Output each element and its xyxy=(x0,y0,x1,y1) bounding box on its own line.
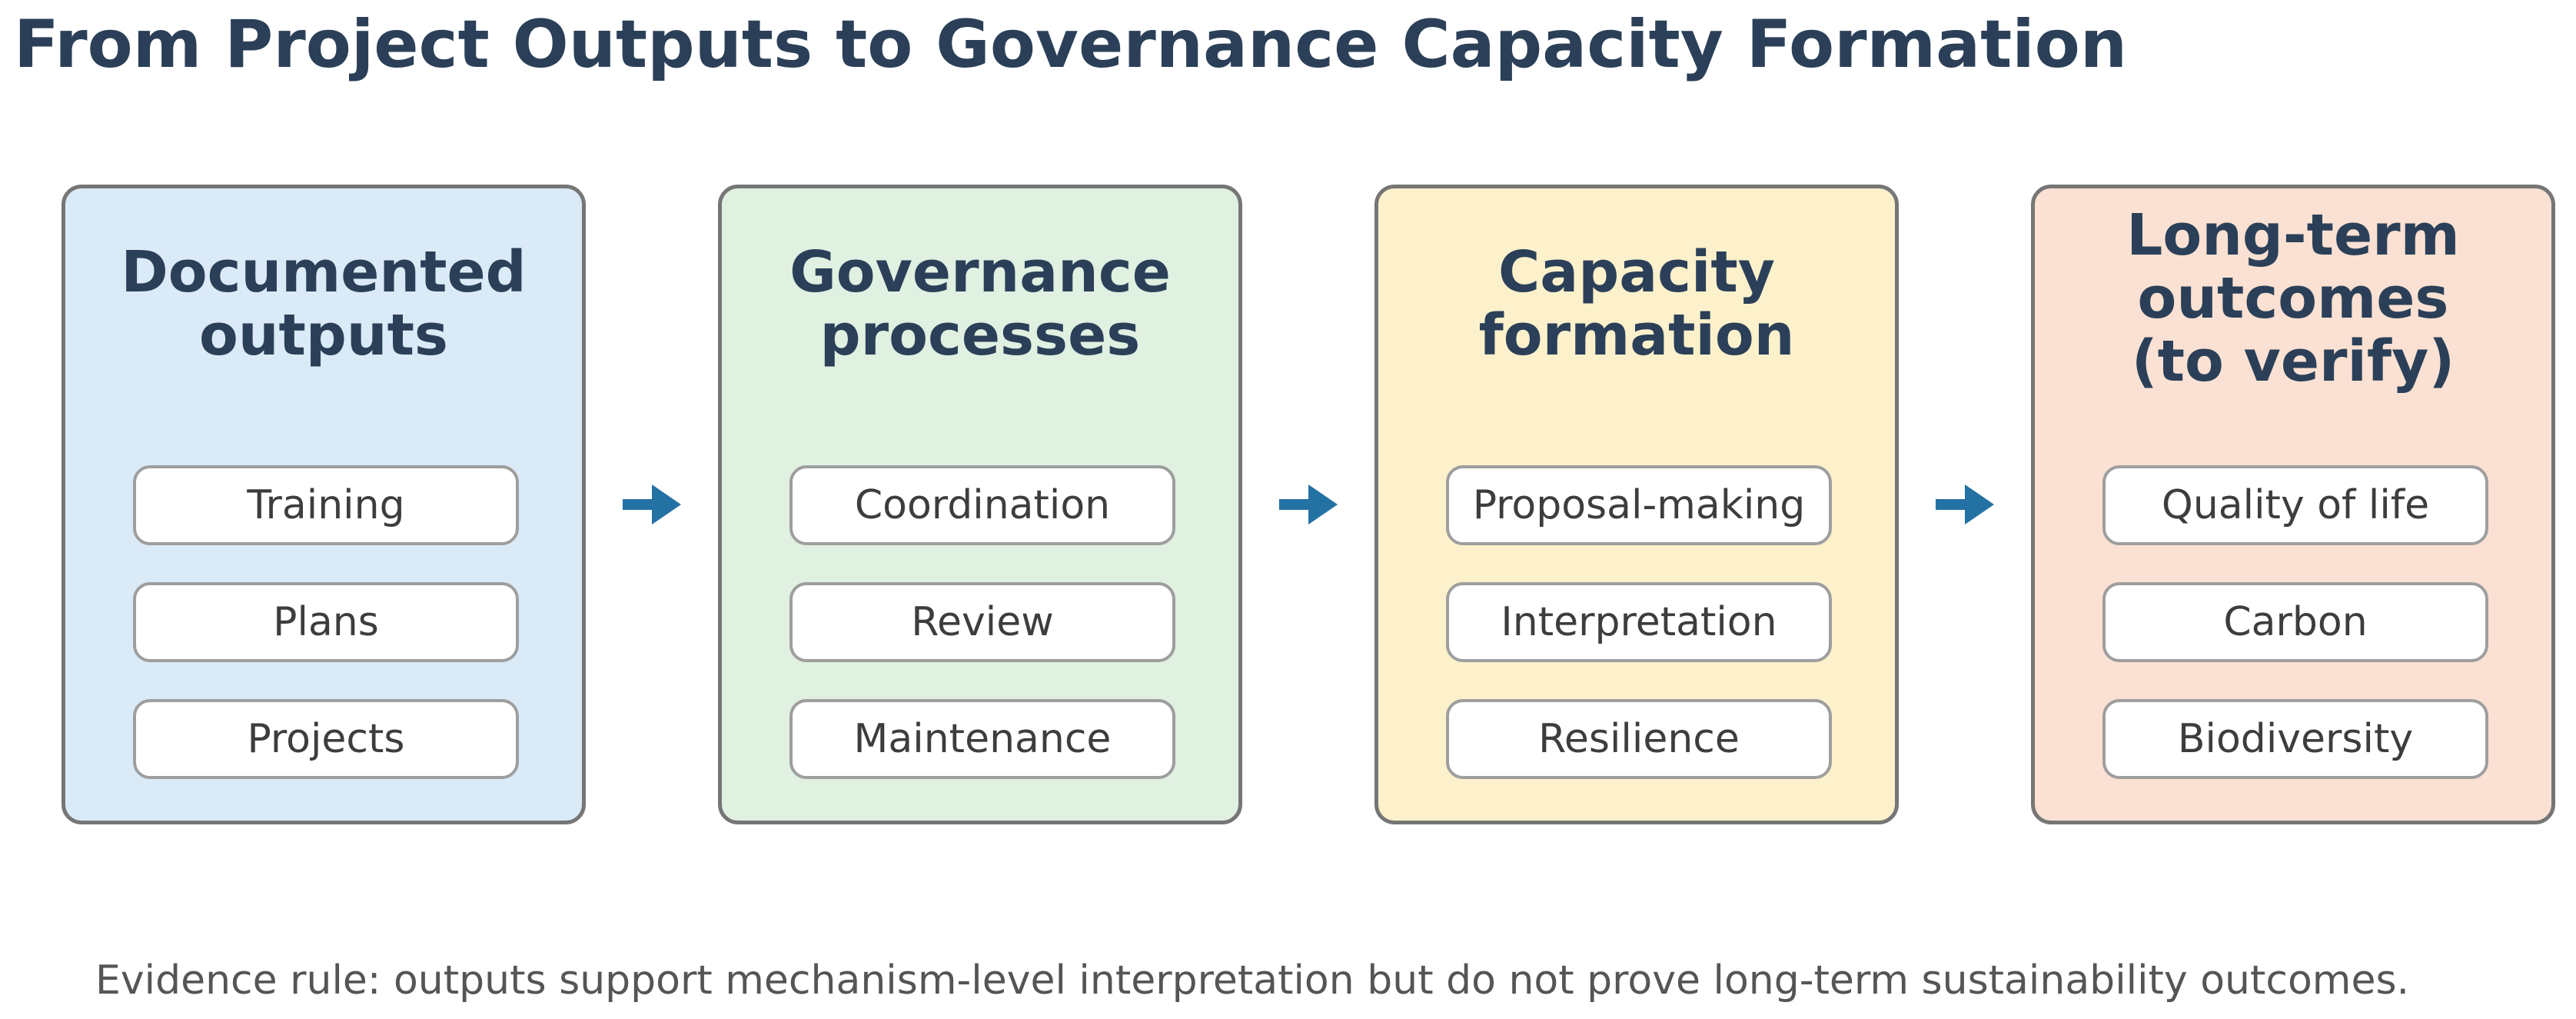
stage-item: Review xyxy=(789,582,1175,662)
stage-item: Coordination xyxy=(789,465,1175,545)
stage-long-term-outcomes: Long-term outcomes (to verify) Quality o… xyxy=(2031,185,2555,824)
stage-item: Biodiversity xyxy=(2102,699,2488,779)
arrow-right-icon xyxy=(1279,485,1338,524)
stage-item: Plans xyxy=(133,582,519,662)
stage-item: Resilience xyxy=(1446,699,1832,779)
arrow-right-icon xyxy=(1936,485,1994,524)
stage-documented-outputs: Documented outputs Training Plans Projec… xyxy=(61,185,586,824)
stage-item: Projects xyxy=(133,699,519,779)
stage-item: Training xyxy=(133,465,519,545)
stage-heading: Governance processes xyxy=(789,239,1171,368)
stage-item: Maintenance xyxy=(789,699,1175,779)
stage-item: Carbon xyxy=(2102,582,2488,662)
evidence-rule-note: Evidence rule: outputs support mechanism… xyxy=(95,957,2410,1004)
stage-item: Quality of life xyxy=(2102,465,2488,545)
stage-heading: Capacity formation xyxy=(1478,239,1795,368)
stage-item: Interpretation xyxy=(1446,582,1832,662)
stage-capacity-formation: Capacity formation Proposal-making Inter… xyxy=(1374,185,1899,824)
arrow-right-icon xyxy=(623,485,681,524)
diagram-title: From Project Outputs to Governance Capac… xyxy=(14,6,2128,83)
stage-item: Proposal-making xyxy=(1446,465,1832,545)
stage-heading: Long-term outcomes (to verify) xyxy=(2126,202,2460,395)
stage-heading: Documented outputs xyxy=(121,239,527,368)
stage-governance-processes: Governance processes Coordination Review… xyxy=(718,185,1242,824)
